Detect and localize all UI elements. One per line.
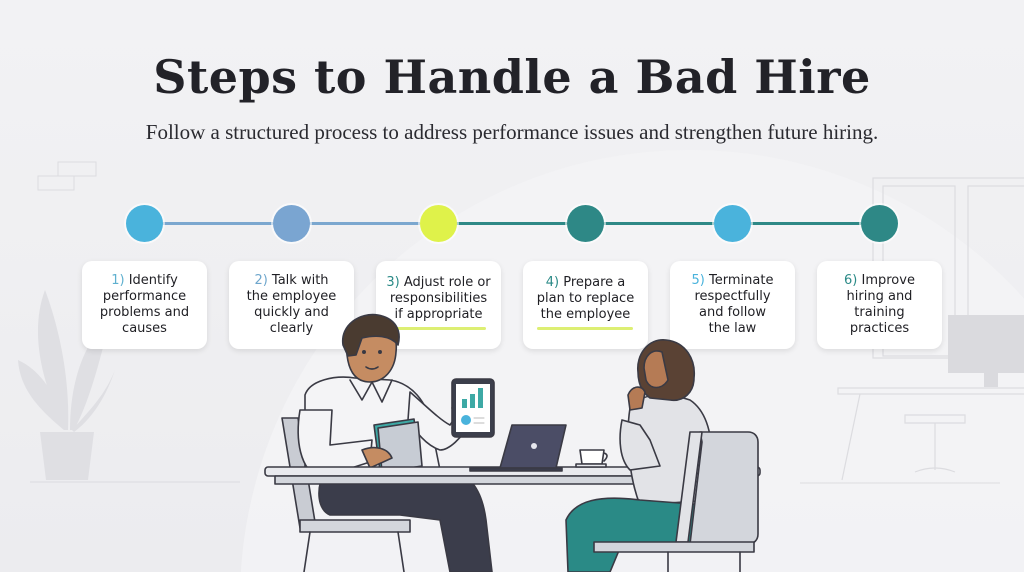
highlight-underline (394, 327, 486, 330)
step-line: the employee (540, 307, 631, 322)
step-line: the law (708, 321, 757, 336)
step-number: 1) (111, 273, 125, 288)
wall-shelf-icon (37, 161, 97, 191)
step-line: causes (122, 321, 167, 336)
step-3-dot (420, 205, 457, 242)
step-line: clearly (269, 321, 314, 336)
step-line: quickly and (254, 305, 329, 320)
desk-icon (837, 387, 1024, 481)
step-line: problems and (99, 305, 190, 320)
man-figure-icon (297, 313, 493, 572)
page-title: Steps to Handle a Bad Hire (153, 50, 871, 104)
step-line: training (854, 305, 905, 320)
woman-figure-icon (565, 339, 713, 572)
monitor-icon (948, 315, 1024, 387)
step-number: 2) (254, 273, 268, 288)
plant-icon (18, 290, 115, 480)
step-line: Improve (861, 273, 915, 288)
timeline-connector-1 (162, 222, 273, 225)
step-card-6: 6) Improve hiring and training practices (817, 261, 942, 349)
step-line: hiring and (846, 289, 913, 304)
step-1-dot (126, 205, 163, 242)
step-number: 6) (844, 273, 858, 288)
timeline-connector-2 (309, 222, 420, 225)
step-6-dot (861, 205, 898, 242)
timeline-connector-4 (603, 222, 714, 225)
coffee-cup-icon (575, 449, 608, 468)
step-line: Identify (128, 273, 178, 288)
step-line: Terminate (709, 273, 774, 288)
chair-right-icon (593, 431, 759, 572)
step-card-1: 1) Identify performance problems and cau… (82, 261, 207, 349)
steps-timeline (0, 0, 1024, 260)
step-line: plan to replace (536, 291, 635, 306)
step-line: the employee (246, 289, 337, 304)
step-line: responsibilities (389, 291, 488, 306)
step-line: if appropriate (394, 307, 483, 322)
step-line: respectfully (694, 289, 771, 304)
timeline-connector-3 (456, 222, 567, 225)
step-2-dot (273, 205, 310, 242)
step-card-2: 2) Talk with the employee quickly and cl… (229, 261, 354, 349)
step-4-dot (567, 205, 604, 242)
step-card-4: 4) Prepare a plan to replace the employe… (523, 261, 648, 349)
step-card-5: 5) Terminate respectfully and follow the… (670, 261, 795, 349)
page-subtitle: Follow a structured process to address p… (145, 120, 879, 144)
step-line: Adjust role or (403, 275, 491, 290)
step-number: 3) (386, 275, 400, 290)
step-number: 5) (691, 273, 705, 288)
step-line: and follow (699, 305, 766, 320)
laptop-icon (469, 424, 567, 472)
tablet-chart-icon (451, 378, 495, 438)
highlight-underline (537, 327, 633, 330)
step-line: performance (102, 289, 187, 304)
timeline-connector-5 (750, 222, 861, 225)
step-line: Prepare a (563, 275, 626, 290)
step-line: practices (849, 321, 910, 336)
step-5-dot (714, 205, 751, 242)
step-line: Talk with (271, 273, 329, 288)
step-number: 4) (545, 275, 560, 290)
